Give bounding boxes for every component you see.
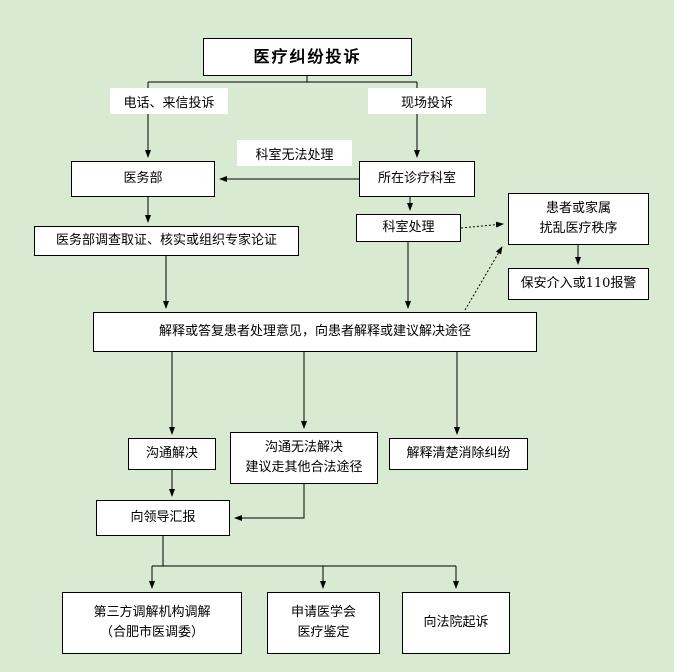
edge-label-onsite-text: 现场投诉 bbox=[400, 95, 453, 111]
node-title: 医疗纠纷投诉 bbox=[203, 38, 412, 76]
node-medical-affairs: 医务部 bbox=[71, 161, 215, 197]
node-explain-clear-text: 解释清楚消除纠纷 bbox=[406, 445, 511, 461]
edge-label-onsite-complaint: 现场投诉 bbox=[368, 88, 486, 114]
node-investigate: 医务部调查取证、核实或组织专家论证 bbox=[34, 226, 299, 256]
node-explain-reply: 解释或答复患者处理意见，向患者解释或建议解决途径 bbox=[93, 312, 537, 352]
node-communication-failed-line2: 建议走其他合法途径 bbox=[245, 460, 363, 475]
node-third-party-mediation: 第三方调解机构调解 （合肥市医调委） bbox=[62, 592, 242, 654]
node-report-leader: 向领导汇报 bbox=[96, 500, 230, 536]
node-investigate-text: 医务部调查取证、核实或组织专家论证 bbox=[55, 232, 277, 248]
node-communication-resolved: 沟通解决 bbox=[128, 438, 216, 470]
node-medical-appraisal-line2: 医疗鉴定 bbox=[297, 625, 350, 640]
node-medical-appraisal-line1: 申请医学会 bbox=[290, 604, 356, 620]
node-court-lawsuit-text: 向法院起诉 bbox=[423, 614, 489, 630]
edge-label-cannot-handle: 科室无法处理 bbox=[237, 140, 352, 166]
node-security-alarm-text: 保安介入或110报警 bbox=[520, 275, 637, 291]
edge-label-cannot-handle-text: 科室无法处理 bbox=[255, 147, 334, 163]
node-explain-clear: 解释清楚消除纠纷 bbox=[389, 438, 528, 470]
edge-label-phone-text: 电话、来信投诉 bbox=[123, 95, 215, 111]
node-disrupt-order-line1: 患者或家属 bbox=[545, 200, 611, 216]
node-report-leader-text: 向领导汇报 bbox=[130, 509, 196, 525]
node-disrupt-order-line2: 扰乱医疗秩序 bbox=[539, 221, 618, 236]
node-communication-failed: 沟通无法解决 建议走其他合法途径 bbox=[230, 432, 378, 484]
node-disrupt-order: 患者或家属 扰乱医疗秩序 bbox=[508, 193, 649, 245]
node-medical-appraisal: 申请医学会 医疗鉴定 bbox=[267, 592, 380, 654]
node-third-party-line2: （合肥市医调委） bbox=[99, 625, 204, 640]
node-third-party-line1: 第三方调解机构调解 bbox=[93, 604, 211, 620]
node-communication-resolved-text: 沟通解决 bbox=[145, 445, 198, 461]
node-communication-failed-line1: 沟通无法解决 bbox=[264, 439, 343, 455]
node-treatment-dept-text: 所在诊疗科室 bbox=[377, 170, 456, 186]
node-title-text: 医疗纠纷投诉 bbox=[253, 46, 362, 66]
node-dept-handle: 科室处理 bbox=[356, 214, 461, 242]
node-dept-handle-text: 科室处理 bbox=[382, 219, 435, 235]
node-treatment-dept: 所在诊疗科室 bbox=[359, 161, 475, 197]
node-explain-reply-text: 解释或答复患者处理意见，向患者解释或建议解决途径 bbox=[158, 323, 471, 339]
node-court-lawsuit: 向法院起诉 bbox=[402, 592, 510, 654]
node-security-alarm: 保安介入或110报警 bbox=[508, 268, 649, 300]
node-medical-affairs-text: 医务部 bbox=[123, 170, 163, 186]
edge-label-phone-complaint: 电话、来信投诉 bbox=[110, 88, 228, 114]
